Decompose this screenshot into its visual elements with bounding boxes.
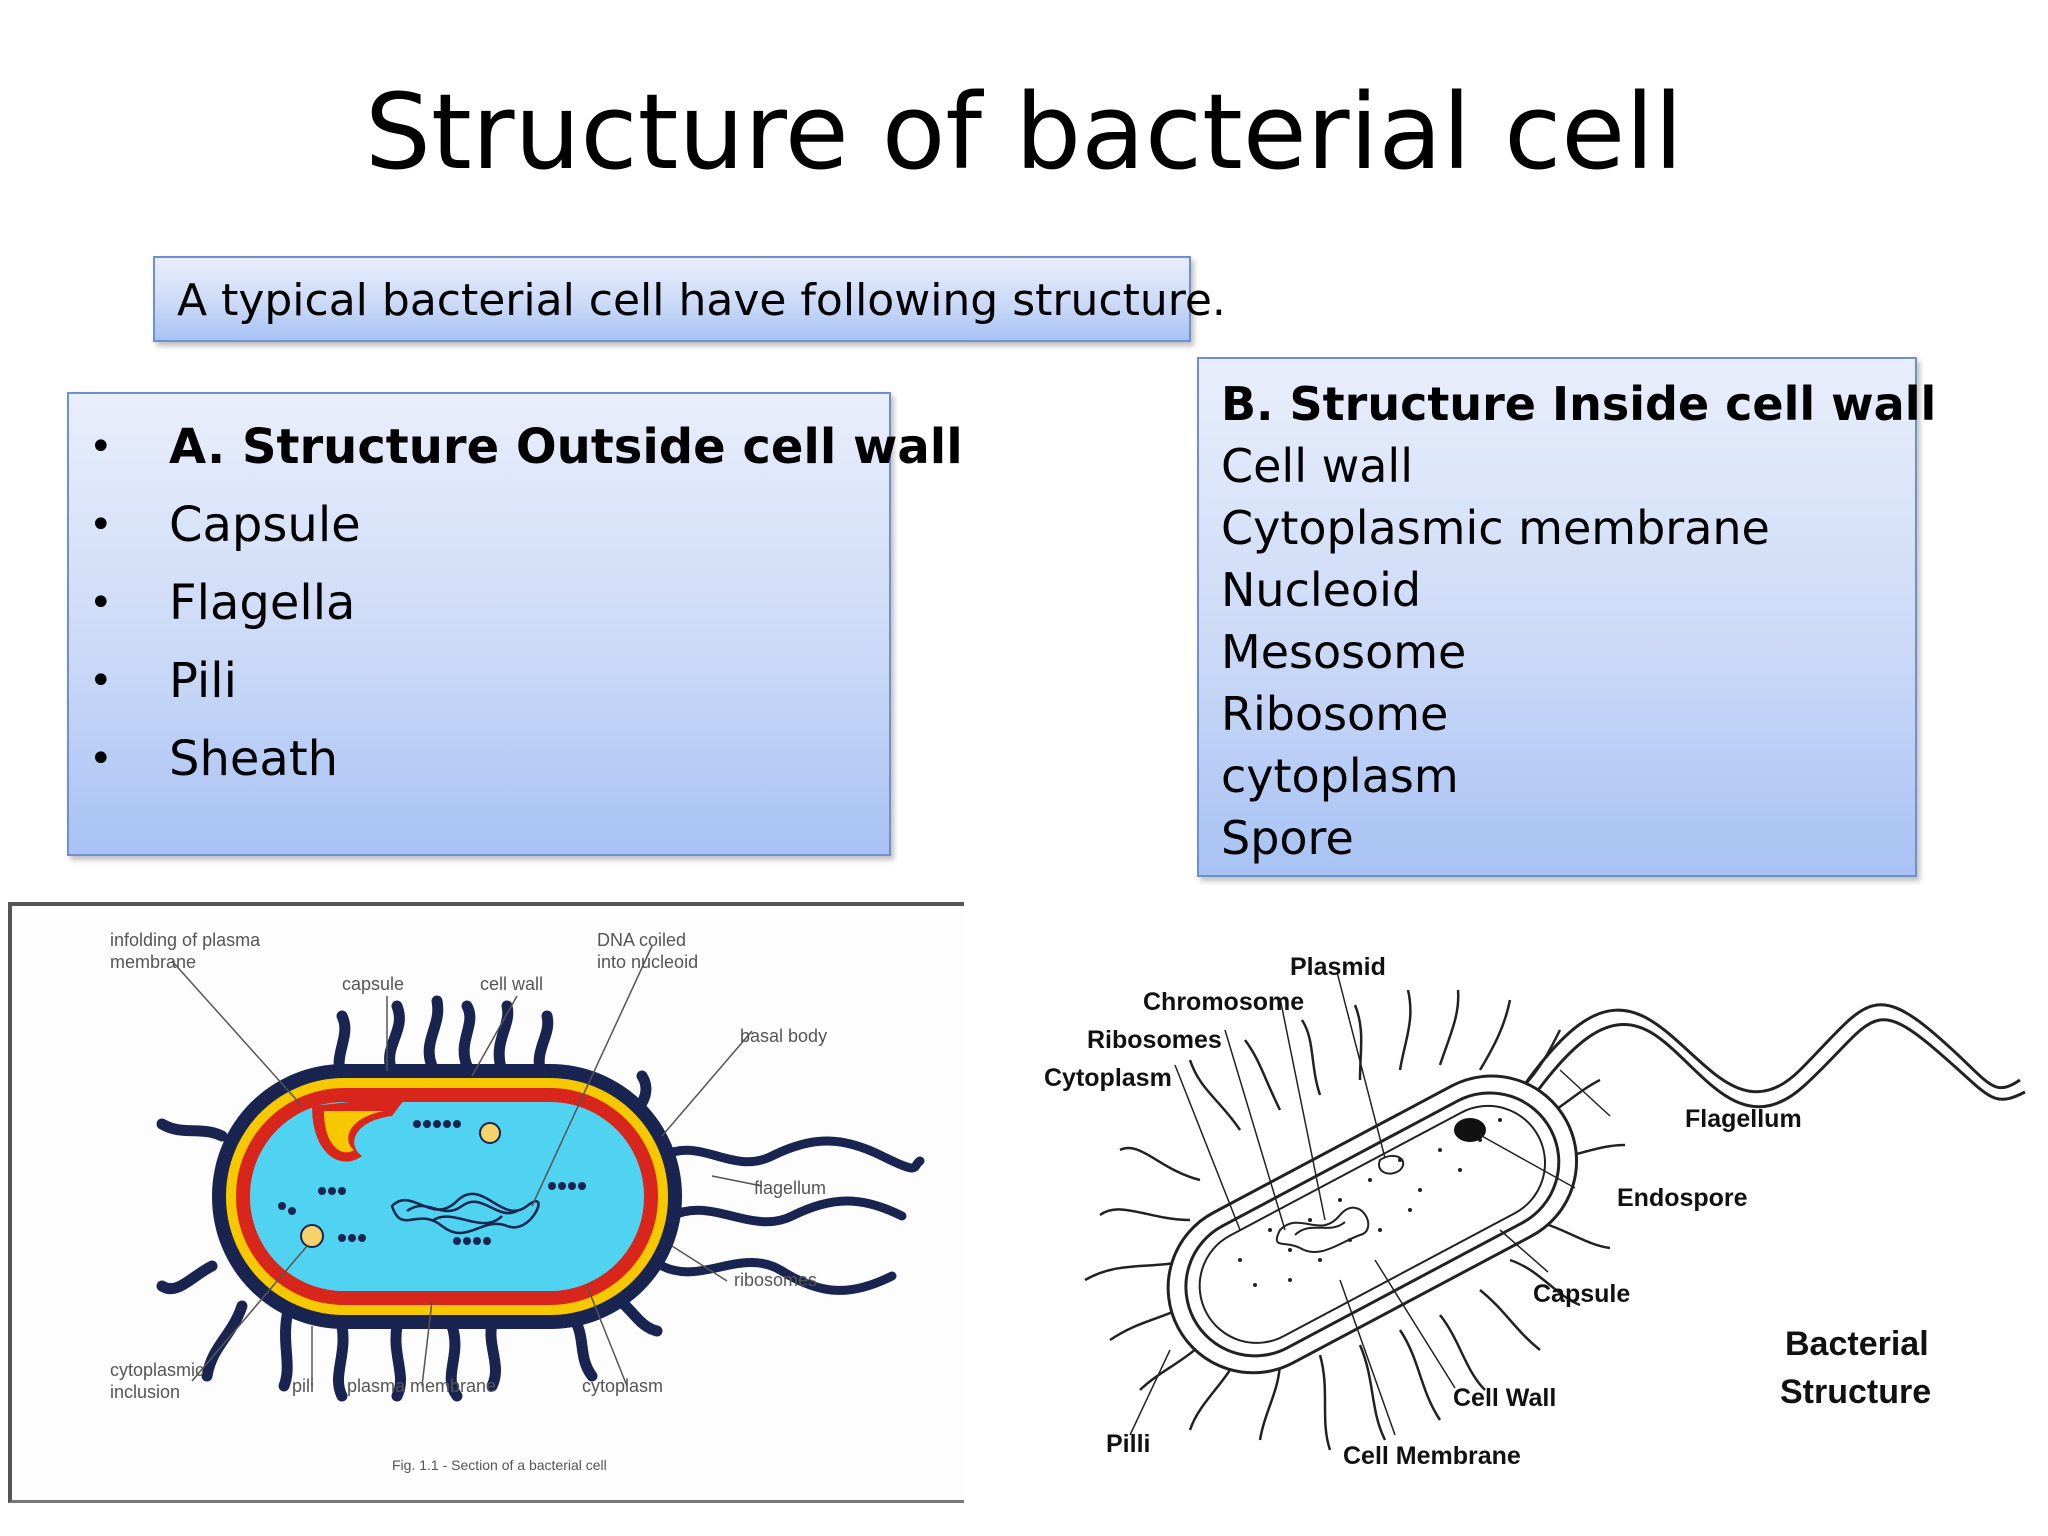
list-item: • Pili (69, 642, 889, 720)
figure-title: Bacterial (1785, 1325, 1929, 1363)
label-cell-wall: Cell Wall (1453, 1384, 1556, 1412)
label-ribosomes: ribosomes (734, 1270, 817, 1290)
label-chromosome: Chromosome (1143, 988, 1304, 1016)
intro-box: A typical bacterial cell have following … (153, 256, 1226, 342)
list-item: Cytoplasmic membrane (1221, 501, 1770, 555)
label-ribosomes: Ribosomes (1087, 1026, 1222, 1054)
ribosome-dots (1238, 1118, 1502, 1287)
plasmid (1378, 1154, 1405, 1175)
label-dna: into nucleoid (597, 952, 698, 972)
label-pili: pili (292, 1376, 314, 1396)
leader-lines (1129, 971, 1611, 1436)
inside-structures-box: B. Structure Inside cell wall Cell wall … (1197, 357, 1937, 877)
cell-membrane-outline (1198, 1104, 1547, 1344)
label-infolding: infolding of plasma (110, 930, 261, 950)
nucleoid (390, 1192, 540, 1235)
bacterial-cell-section-diagram: infolding of plasma membrane capsule cel… (110, 930, 925, 1473)
label-cell-membrane: Cell Membrane (1343, 1442, 1521, 1470)
label-capsule: Capsule (1533, 1280, 1630, 1308)
label-capsule: capsule (342, 974, 404, 994)
list-item-label: Capsule (169, 497, 361, 553)
chromosome (1275, 1206, 1370, 1254)
infolding-inner (324, 1111, 384, 1153)
label-endospore: Endospore (1617, 1184, 1748, 1212)
figure-caption: Fig. 1.1 - Section of a bacterial cell (392, 1457, 607, 1473)
slide-title: Structure of bacterial cell (364, 71, 1684, 193)
bacterial-structure-figure: Plasmid Chromosome Ribosomes Cytoplasm F… (1040, 930, 2040, 1490)
list-item-label: Pili (169, 653, 237, 709)
label-cytoplasmic-inclusion: inclusion (110, 1382, 180, 1402)
outside-structures-box: • A. Structure Outside cell wall • Capsule… (67, 392, 963, 856)
list-item-label: Sheath (169, 731, 339, 787)
list-item: • Capsule (69, 486, 889, 564)
label-basal-body: basal body (740, 1026, 827, 1046)
outside-structures-list: • A. Structure Outside cell wall • Capsule… (69, 408, 963, 798)
bacterial-structure-diagram: Plasmid Chromosome Ribosomes Cytoplasm F… (1044, 953, 2026, 1470)
cytoplasm-area (250, 1102, 644, 1291)
label-pilli: Pilli (1106, 1430, 1150, 1458)
list-item: Nucleoid (1221, 563, 1422, 617)
list-item: Spore (1221, 811, 1354, 865)
list-item: • Flagella (69, 564, 889, 642)
label-plasma-membrane: plasma membrane (347, 1376, 496, 1396)
label-flagellum: flagellum (754, 1178, 826, 1198)
list-item: Cell wall (1221, 439, 1413, 493)
intro-text: A typical bacterial cell have following … (177, 275, 1226, 326)
list-item: Mesosome (1221, 625, 1467, 679)
endospore (1454, 1118, 1486, 1142)
bullet-icon: • (89, 502, 113, 548)
bullet-icon: • (89, 580, 113, 626)
label-cytoplasm: cytoplasm (582, 1376, 663, 1396)
label-cell-wall: cell wall (480, 974, 543, 994)
label-cytoplasmic-inclusion: cytoplasmic (110, 1360, 204, 1380)
bullet-icon: • (89, 424, 113, 470)
inside-heading: B. Structure Inside cell wall (1221, 377, 1937, 431)
list-item: Ribosome (1221, 687, 1449, 741)
flagella (657, 1136, 925, 1295)
list-item: cytoplasm (1221, 749, 1459, 803)
bullet-icon: • (89, 736, 113, 782)
figure-title: Structure (1780, 1373, 1931, 1411)
list-item: • A. Structure Outside cell wall (69, 408, 963, 486)
bacterial-cell-section-figure: infolding of plasma membrane capsule cel… (8, 902, 964, 1503)
flagellum (1498, 1003, 2026, 1131)
label-dna: DNA coiled (597, 930, 686, 950)
ribosomes (278, 1120, 586, 1245)
list-item: • Sheath (69, 720, 889, 798)
label-infolding: membrane (110, 952, 196, 972)
list-item-label: Flagella (169, 575, 356, 631)
label-cytoplasm: Cytoplasm (1044, 1064, 1172, 1092)
outside-heading: A. Structure Outside cell wall (169, 419, 963, 475)
bullet-icon: • (89, 658, 113, 704)
leader-lines (171, 945, 763, 1387)
cytoplasmic-inclusions (300, 1122, 501, 1248)
label-plasmid: Plasmid (1290, 953, 1386, 981)
label-flagellum: Flagellum (1685, 1105, 1802, 1133)
